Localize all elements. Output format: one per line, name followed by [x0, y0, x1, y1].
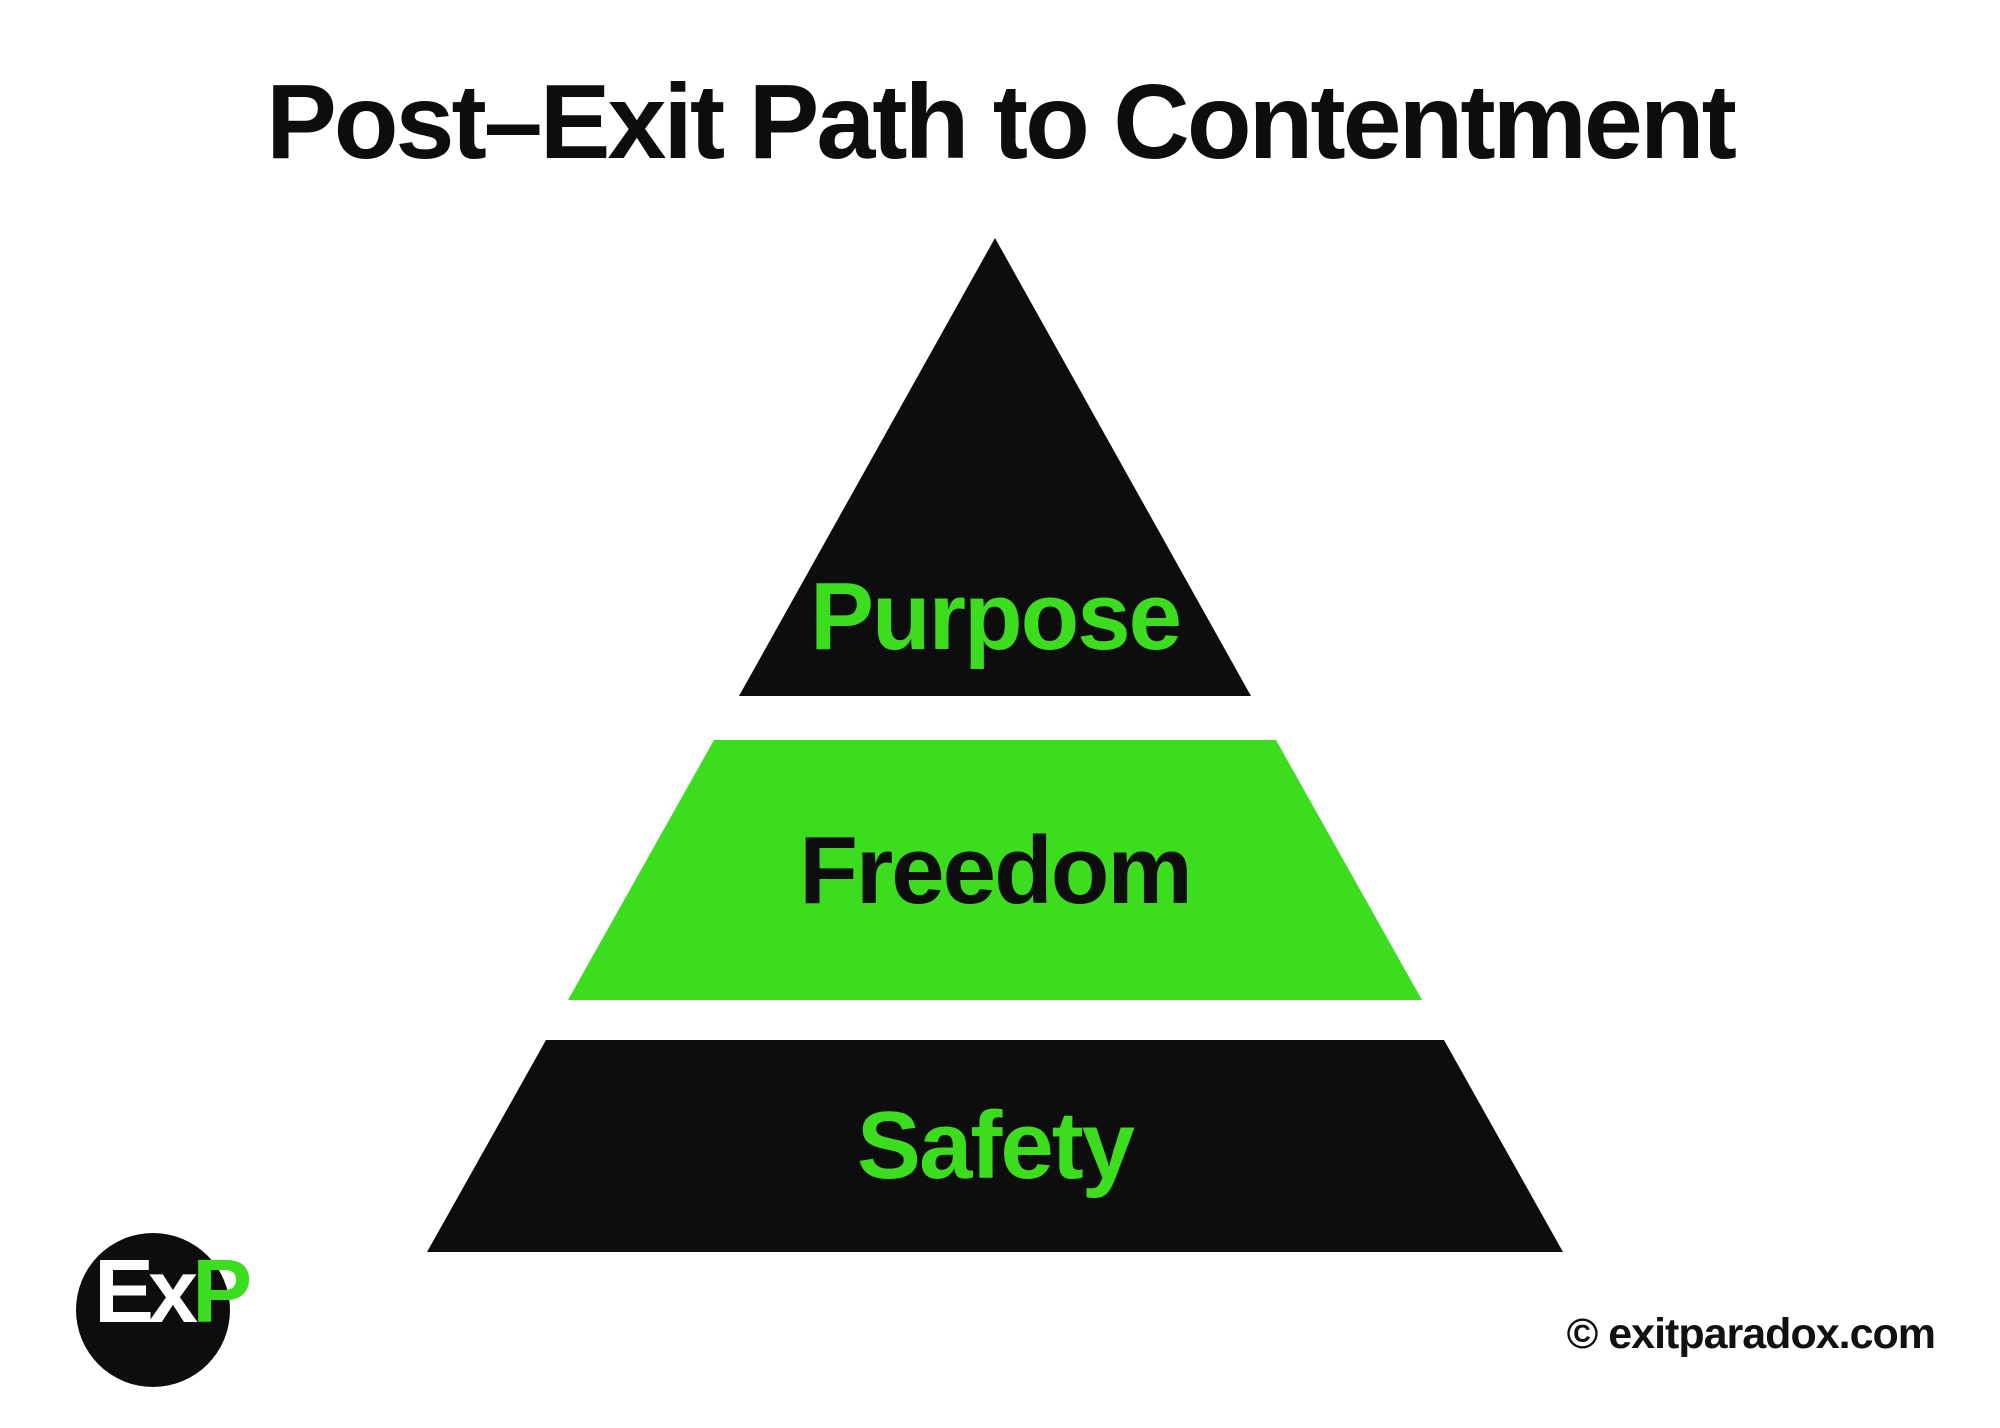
tier-freedom-shape — [568, 740, 1422, 1000]
page-title: Post–Exit Path to Contentment — [266, 63, 1737, 181]
tier-freedom-label: Freedom — [799, 817, 1190, 924]
logo-circle — [76, 1233, 230, 1387]
tier-purpose-label: Purpose — [810, 563, 1180, 670]
tier-safety-label: Safety — [857, 1092, 1135, 1199]
tier-purpose-shape — [739, 238, 1251, 696]
exitparadox-logo: ExP — [76, 1233, 252, 1387]
logo-text-ex: Ex — [94, 1242, 198, 1342]
logo-text-p: P — [192, 1242, 252, 1342]
logo-text: ExP — [94, 1247, 252, 1337]
copyright-text: © exitparadox.com — [1566, 1310, 1936, 1358]
tier-safety-shape — [427, 1040, 1563, 1252]
